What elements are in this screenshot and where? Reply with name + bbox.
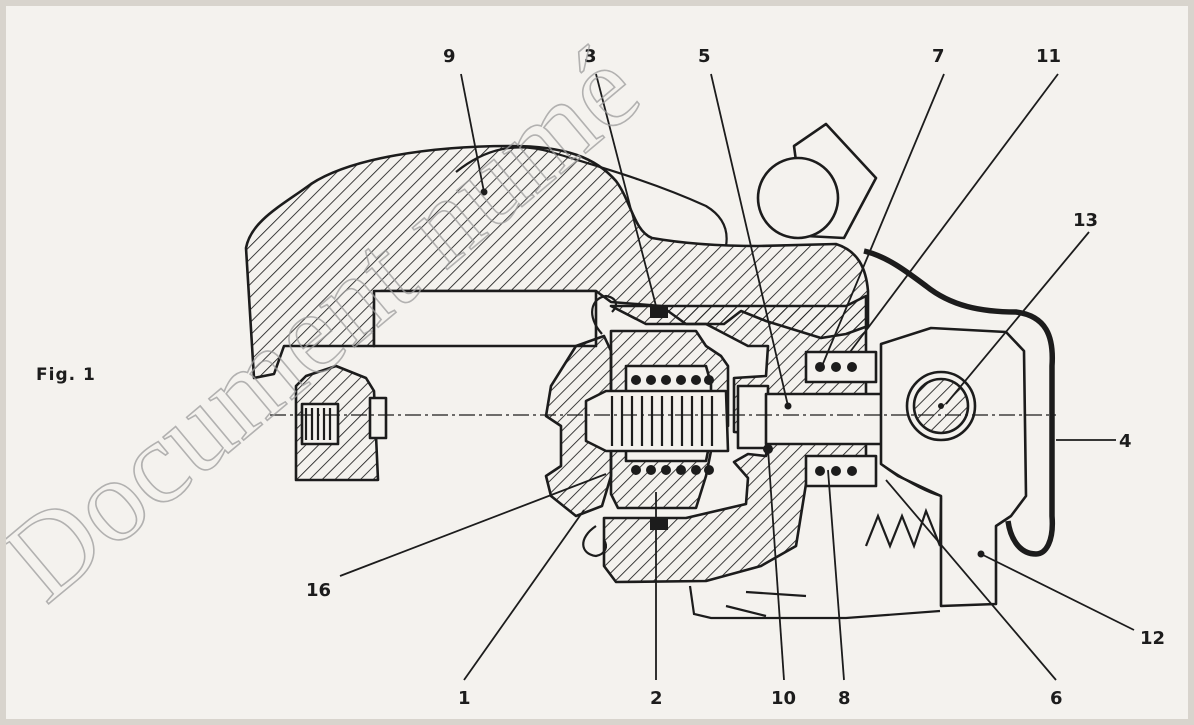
cross-section-drawing: 9 3 5 7 11 13 4 12 6 8 10 2 1 16 Fig. 1 …: [6, 21, 1165, 709]
callout-12: 12: [1140, 628, 1165, 649]
bellows: [864, 497, 943, 550]
bearing: [804, 350, 878, 488]
callout-13: 13: [1073, 210, 1098, 231]
pushrod: [736, 384, 896, 454]
callout-1: 1: [458, 688, 471, 709]
spindle-assembly: [584, 375, 730, 475]
left-end-part: [294, 364, 388, 482]
drawing-sheet: 9 3 5 7 11 13 4 12 6 8 10 2 1 16 Fig. 1 …: [6, 6, 1188, 719]
cover-boot: [863, 248, 1056, 557]
figure-label: Fig. 1: [36, 365, 96, 385]
piston: [544, 334, 613, 518]
callout-11: 11: [1036, 46, 1061, 67]
callout-10: 10: [771, 688, 796, 709]
dust-boot-bottom: [582, 525, 607, 558]
callout-5: 5: [698, 46, 711, 67]
cam-lever: [879, 326, 1028, 608]
cover-outline: [455, 146, 728, 247]
callout-6: 6: [1050, 688, 1063, 709]
callout-2: 2: [650, 688, 663, 709]
seal-lower: [650, 518, 668, 530]
callout-9: 9: [443, 46, 456, 67]
top-fitting: [756, 122, 878, 240]
callout-8: 8: [838, 688, 851, 709]
callout-7: 7: [932, 46, 945, 67]
lower-bracket: [688, 585, 941, 620]
dust-boot-top: [591, 294, 617, 335]
leader-lines: [339, 73, 1135, 681]
callout-3: 3: [584, 46, 597, 67]
callout-4: 4: [1119, 431, 1132, 452]
callout-16: 16: [306, 580, 331, 601]
seal-3: [650, 306, 668, 318]
